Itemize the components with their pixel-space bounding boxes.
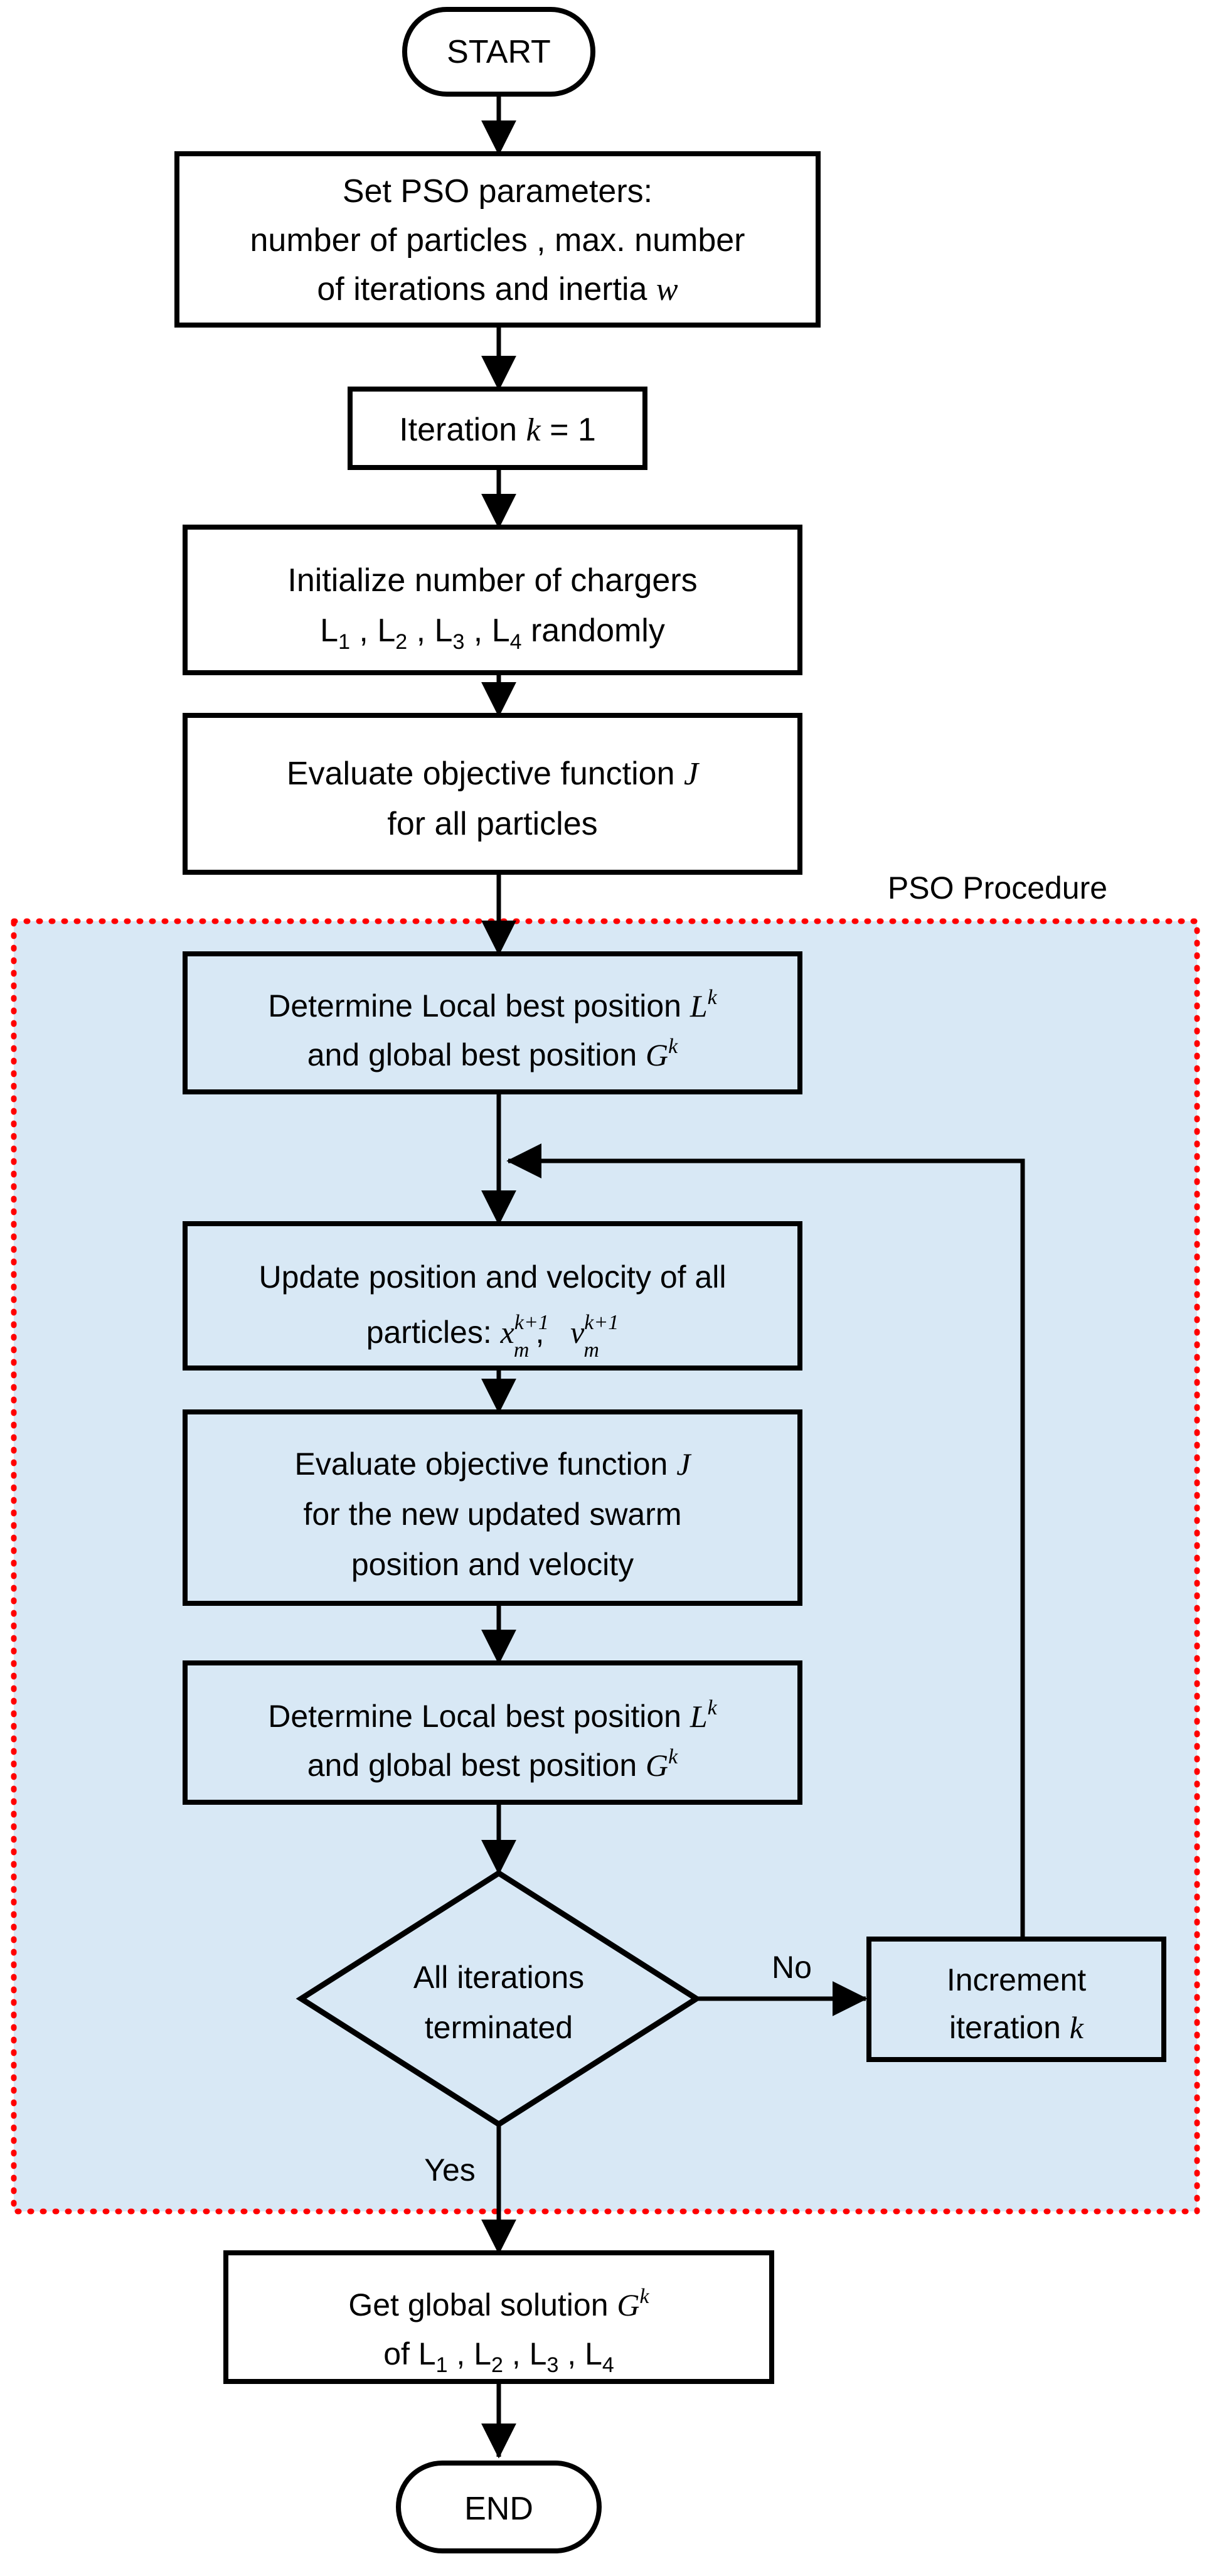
- position-x-symbol: x: [500, 1315, 514, 1350]
- determine-best-2-line1: Determine Local best position Lk: [268, 1696, 717, 1734]
- node-end: END: [396, 2461, 602, 2553]
- node-increment-iteration: Increment iteration k: [866, 1937, 1166, 2062]
- decision-line1: All iterations: [413, 1960, 584, 1995]
- node-start: START: [402, 7, 595, 97]
- determine-best-1-line1: Determine Local best position Lk: [268, 986, 717, 1023]
- get-solution-line2: of L1 , L2 , L3 , L4: [383, 2336, 614, 2377]
- connector-group: [481, 94, 1025, 2459]
- update-line1: Update position and velocity of all: [259, 1259, 727, 1295]
- global-best-G-symbol: G: [646, 1037, 668, 1072]
- local-best-L-symbol-2: L: [690, 1699, 708, 1734]
- node-end-label: END: [464, 2491, 533, 2527]
- get-solution-line1: Get global solution Gk: [348, 2285, 649, 2322]
- set-parameters-line1: Set PSO parameters:: [343, 173, 652, 210]
- edge-feedback-loop: [506, 1143, 1025, 1939]
- evaluate-updated-line2: for the new updated swarm: [303, 1497, 681, 1532]
- node-get-global-solution: Get global solution Gk of L1 , L2 , L3 ,…: [223, 2250, 774, 2384]
- iteration-k-symbol: k: [526, 412, 541, 448]
- determine-best-2-line2: and global best position Gk: [307, 1745, 678, 1783]
- set-parameters-line2: number of particles , max. number: [250, 222, 745, 259]
- evaluate-all-line1: Evaluate objective function J: [287, 756, 700, 792]
- iteration-init-label: Iteration k = 1: [399, 412, 596, 448]
- node-initialize-chargers: Initialize number of chargers L1 , L2 , …: [183, 525, 802, 675]
- increment-k-symbol: k: [1070, 2010, 1084, 2045]
- node-determine-best-1: Determine Local best position Lk and glo…: [183, 951, 802, 1094]
- evaluate-updated-line1: Evaluate objective function J: [295, 1446, 693, 1482]
- evaluate-updated-line3: position and velocity: [351, 1547, 634, 1582]
- node-set-parameters: Set PSO parameters: number of particles …: [174, 151, 821, 328]
- pso-procedure-label: PSO Procedure: [888, 870, 1107, 906]
- objective-J-symbol: J: [684, 756, 700, 792]
- initialize-chargers-line1: Initialize number of chargers: [287, 562, 697, 599]
- objective-J-symbol-2: J: [676, 1446, 692, 1482]
- node-iteration-init: Iteration k = 1: [348, 387, 647, 470]
- node-decision-all-iterations: All iterations terminated: [296, 1869, 702, 2128]
- edge-label-yes: Yes: [424, 2152, 476, 2188]
- local-best-L-symbol: L: [690, 988, 708, 1023]
- node-evaluate-updated-swarm: Evaluate objective function J for the ne…: [183, 1409, 802, 1606]
- node-update-position-velocity: Update position and velocity of all part…: [183, 1221, 802, 1371]
- velocity-v-symbol: v: [570, 1315, 585, 1350]
- increment-line1: Increment: [947, 1962, 1086, 1997]
- solution-G-symbol: G: [617, 2287, 639, 2322]
- evaluate-all-line2: for all particles: [387, 806, 597, 842]
- node-determine-best-2: Determine Local best position Lk and glo…: [183, 1660, 802, 1805]
- decision-line2: terminated: [425, 2010, 573, 2045]
- inertia-symbol: w: [656, 272, 678, 307]
- determine-best-1-line2: and global best position Gk: [307, 1035, 678, 1072]
- edge-label-no: No: [772, 1950, 812, 1985]
- increment-line2: iteration k: [949, 2010, 1084, 2045]
- iteration-equals-one: = 1: [541, 412, 596, 448]
- initialize-chargers-line2: L1 , L2 , L3 , L4 randomly: [320, 612, 665, 654]
- set-parameters-line3-text: of iterations and inertia: [317, 271, 656, 307]
- set-parameters-line3: of iterations and inertia w: [317, 271, 678, 307]
- node-evaluate-all-particles: Evaluate objective function J for all pa…: [183, 713, 802, 875]
- iteration-word: Iteration: [399, 412, 526, 448]
- node-start-label: START: [447, 34, 551, 70]
- global-best-G-symbol-2: G: [646, 1748, 668, 1783]
